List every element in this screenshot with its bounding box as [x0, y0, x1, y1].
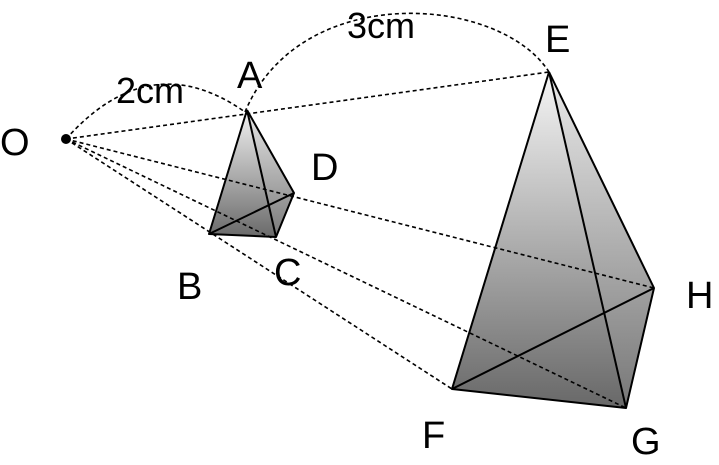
label-f: F — [422, 415, 445, 457]
label-b: B — [177, 266, 202, 308]
arc-o-a — [65, 83, 246, 140]
large-pyramid — [452, 72, 654, 408]
large-face-egh — [549, 72, 654, 408]
large-pyramid-edges — [451, 71, 655, 409]
small-edge-bd — [208, 192, 295, 235]
large-edge-fh — [451, 287, 655, 390]
label-a: A — [237, 55, 263, 97]
label-o: O — [0, 122, 30, 164]
small-edge-ac — [246, 109, 277, 238]
small-pyramid-edges — [208, 109, 295, 238]
center-point-o — [61, 134, 71, 144]
distance-arcs — [65, 12, 550, 140]
label-d: D — [311, 147, 338, 189]
ray-o-e — [65, 71, 550, 140]
ray-o-g — [65, 138, 627, 409]
label-c: C — [274, 252, 301, 294]
distance-label-oa: 2cm — [116, 70, 184, 111]
ray-o-h — [65, 138, 655, 289]
projection-rays — [65, 71, 655, 409]
large-edge-eg — [548, 71, 627, 409]
distance-label-ae: 3cm — [347, 5, 415, 46]
small-face-abc — [209, 110, 276, 237]
small-face-acd — [247, 110, 294, 237]
label-g: G — [631, 421, 661, 463]
label-h: H — [686, 275, 713, 317]
small-pyramid — [209, 110, 294, 237]
label-e: E — [545, 19, 570, 61]
